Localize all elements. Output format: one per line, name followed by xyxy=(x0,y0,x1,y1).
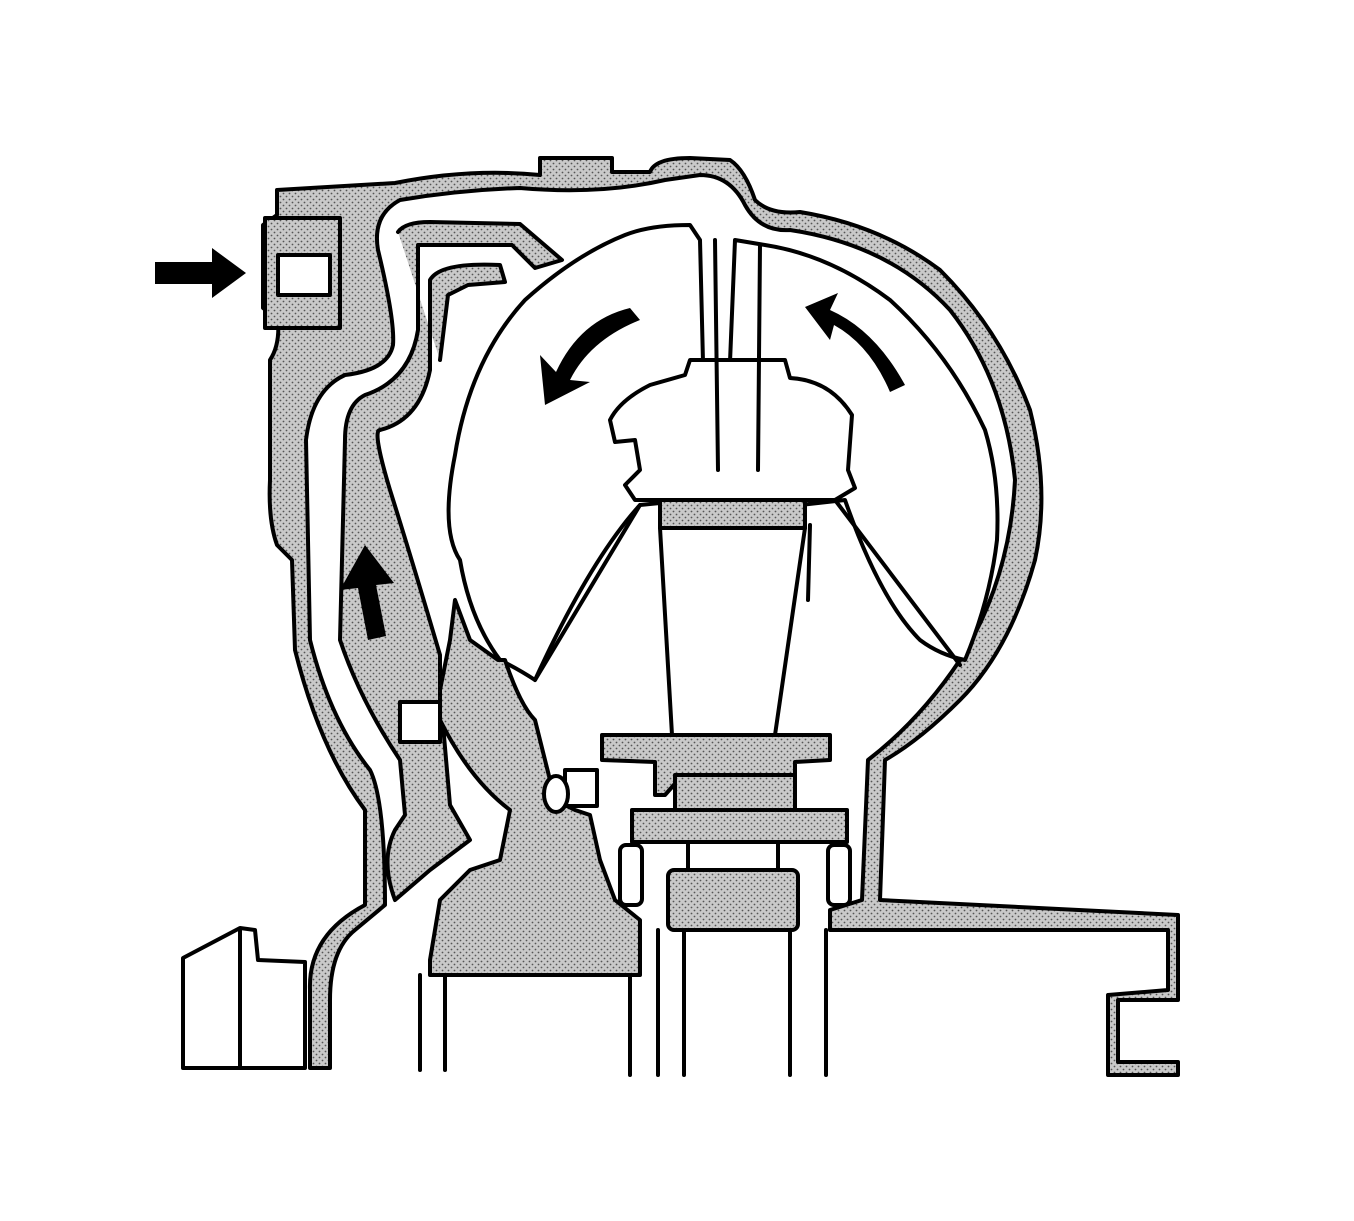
shaft-line-b xyxy=(756,243,762,472)
seal-left xyxy=(618,843,644,907)
rotation-arrow-icon xyxy=(540,308,640,405)
upward-flow-arrow-icon xyxy=(340,545,394,640)
outer-housing-shell xyxy=(261,156,1180,1077)
spline-right xyxy=(773,526,807,737)
seal-right xyxy=(826,843,852,907)
check-ball xyxy=(542,774,570,814)
flexplate-stub xyxy=(181,926,307,1070)
impeller-blade-left xyxy=(533,503,642,682)
spline-left xyxy=(658,526,674,737)
inlet-port-opening xyxy=(276,253,332,297)
impeller-blade-right xyxy=(833,498,962,667)
inlet-flow-arrow-icon xyxy=(155,248,246,298)
stator-core xyxy=(658,498,807,530)
clip-lower xyxy=(563,768,599,808)
spline-mid xyxy=(806,523,812,602)
hub-sleeve xyxy=(666,868,800,932)
shaft-line-a xyxy=(713,238,720,472)
inner-cover-channel xyxy=(338,220,564,902)
rotation-arrow-icon xyxy=(805,293,905,392)
clip-upper xyxy=(398,700,442,744)
thrust-washer xyxy=(630,808,849,844)
